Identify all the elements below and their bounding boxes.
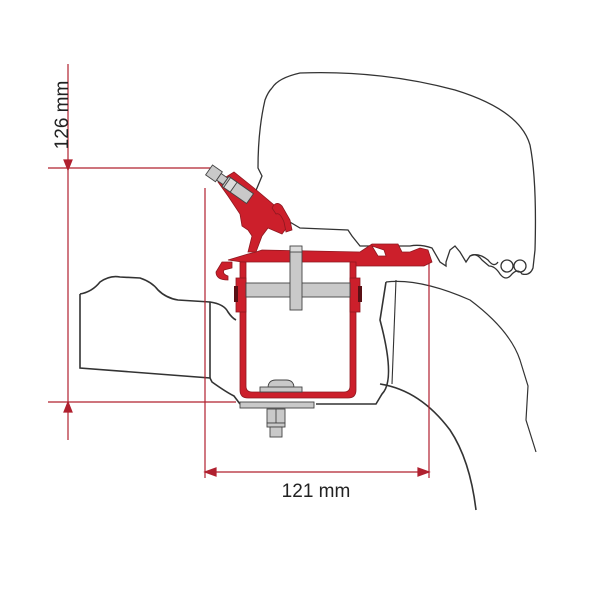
- hardware: [204, 164, 351, 438]
- base-plate: [239, 401, 315, 409]
- vertical-dimension-label: 126 mm: [52, 80, 73, 150]
- vehicle-body: [316, 279, 537, 511]
- dimension-lines: [48, 64, 431, 478]
- awning-case-outline: [247, 71, 537, 279]
- cross-bolt: [289, 249, 303, 311]
- clamp-bolt: [204, 164, 255, 205]
- vehicle-roof-rail: [79, 275, 241, 405]
- horizontal-dimension-label: 121 mm: [281, 481, 351, 502]
- base-bolt-head: [267, 379, 295, 389]
